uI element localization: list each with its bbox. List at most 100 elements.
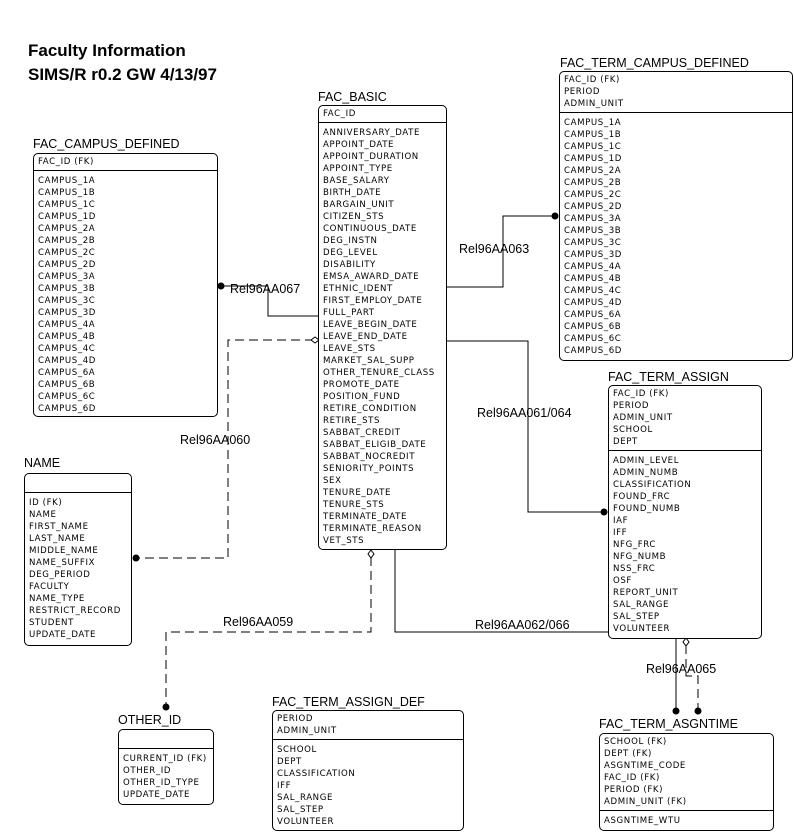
rel-059-label: Rel96AA059	[223, 615, 294, 629]
attribute: CAMPUS_3D	[564, 250, 623, 260]
attribute: CAMPUS_6D	[564, 346, 623, 356]
attribute: NFG_FRC	[613, 540, 657, 550]
fac-term-assign-title: FAC_TERM_ASSIGN	[608, 370, 729, 384]
rel-059-dot	[162, 703, 170, 711]
attribute: SCHOOL	[277, 745, 317, 755]
attribute: SAL_STEP	[277, 805, 324, 815]
key-attribute: PERIOD	[613, 401, 650, 411]
key-attribute: ADMIN_UNIT	[277, 726, 337, 736]
attribute: UPDATE_DATE	[123, 790, 191, 800]
diagram-subtitle: SIMS/R r0.2 GW 4/13/97	[28, 65, 217, 84]
attribute: OSF	[613, 576, 632, 586]
attribute: DEG_INSTN	[323, 236, 378, 246]
attribute: PROMOTE_DATE	[323, 380, 400, 390]
key-section	[119, 730, 213, 749]
key-attribute: DEPT (FK)	[604, 749, 652, 759]
fac-term-assign-def-title: FAC_TERM_ASSIGN_DEF	[272, 695, 425, 709]
key-attribute: PERIOD	[564, 87, 601, 97]
attribute: ADMIN_LEVEL	[613, 456, 680, 466]
attribute: CAMPUS_1B	[564, 130, 622, 140]
attribute: CAMPUS_4A	[564, 262, 622, 272]
attribute: CAMPUS_1C	[38, 200, 96, 210]
attribute: CAMPUS_2C	[38, 248, 96, 258]
attribute: SENIORITY_POINTS	[323, 464, 415, 474]
rel-062-066-line	[394, 549, 677, 709]
attribute: CAMPUS_1A	[564, 118, 622, 128]
key-attribute: ASGNTIME_CODE	[604, 761, 686, 771]
attribute: STUDENT	[29, 618, 74, 628]
attribute: BARGAIN_UNIT	[323, 200, 395, 210]
attribute: DEG_LEVEL	[323, 248, 378, 258]
attribute: SAL_RANGE	[613, 600, 669, 610]
attribute: NSS_FRC	[613, 564, 656, 574]
attribute: POSITION_FUND	[323, 392, 401, 402]
attribute: IFF	[613, 528, 628, 538]
attribute: CAMPUS_4A	[38, 320, 96, 330]
key-attribute: FAC_ID (FK)	[564, 75, 620, 85]
attribute: CAMPUS_2A	[564, 166, 622, 176]
attribute: OTHER_TENURE_CLASS	[323, 368, 435, 378]
key-attribute: PERIOD (FK)	[604, 785, 664, 795]
attribute: CURRENT_ID (FK)	[123, 754, 207, 764]
attribute: CAMPUS_6C	[564, 334, 622, 344]
attribute: CAMPUS_4C	[38, 344, 96, 354]
attribute: CONTINUOUS_DATE	[323, 224, 417, 234]
attribute: CAMPUS_2B	[38, 236, 96, 246]
rel-067-label: Rel96AA067	[230, 282, 301, 296]
attribute: DEG_PERIOD	[29, 570, 91, 580]
attribute: ADMIN_NUMB	[613, 468, 679, 478]
rel-063-label: Rel96AA063	[459, 242, 530, 256]
attribute: FIRST_NAME	[29, 522, 89, 532]
attribute: VET_STS	[323, 536, 365, 546]
attribute: MIDDLE_NAME	[29, 546, 99, 556]
attribute: CAMPUS_6C	[38, 392, 96, 402]
attribute: LEAVE_STS	[323, 344, 376, 354]
rel-065-dot	[694, 707, 702, 715]
attribute: CAMPUS_3D	[38, 308, 97, 318]
attribute: TERMINATE_REASON	[323, 524, 422, 534]
attribute: SABBAT_NOCREDIT	[323, 452, 416, 462]
attribute: NAME	[29, 510, 57, 520]
rel-065-diamond	[682, 637, 690, 647]
attribute: CAMPUS_2A	[38, 224, 96, 234]
attribute: RETIRE_CONDITION	[323, 404, 417, 414]
rel-059-diamond	[367, 549, 375, 559]
attribute: CAMPUS_2D	[38, 260, 97, 270]
attribute: APPOINT_TYPE	[323, 164, 393, 174]
rel-065-label: Rel96AA065	[646, 662, 717, 676]
fac-term-asgntime-title: FAC_TERM_ASGNTIME	[599, 717, 738, 731]
attribute: SABBAT_CREDIT	[323, 428, 401, 438]
rel-061-064-label: Rel96AA061/064	[477, 406, 572, 420]
fac-term-campus-defined-title: FAC_TERM_CAMPUS_DEFINED	[560, 56, 749, 70]
rel-062-066-label: Rel96AA062/066	[475, 618, 570, 632]
key-attribute: FAC_ID (FK)	[604, 773, 660, 783]
attribute: FOUND_NUMB	[613, 504, 681, 514]
attribute: VOLUNTEER	[613, 624, 671, 634]
attribute-section: ASGNTIME_WTU	[600, 811, 773, 827]
attribute: LAST_NAME	[29, 534, 86, 544]
attribute: UPDATE_DATE	[29, 630, 97, 640]
name-entity-title: NAME	[24, 456, 61, 470]
key-section: FAC_ID	[319, 106, 446, 123]
rel-061-064-line	[447, 340, 603, 513]
key-section: FAC_ID (FK)	[34, 154, 217, 171]
attribute: CAMPUS_1C	[564, 142, 622, 152]
attribute: FOUND_FRC	[613, 492, 671, 502]
attribute: FIRST_EMPLOY_DATE	[323, 296, 423, 306]
attribute: RESTRICT_RECORD	[29, 606, 121, 616]
attribute: CLASSIFICATION	[277, 769, 356, 779]
attribute: SABBAT_ELIGIB_DATE	[323, 440, 427, 450]
attribute: CITIZEN_STS	[323, 212, 385, 222]
